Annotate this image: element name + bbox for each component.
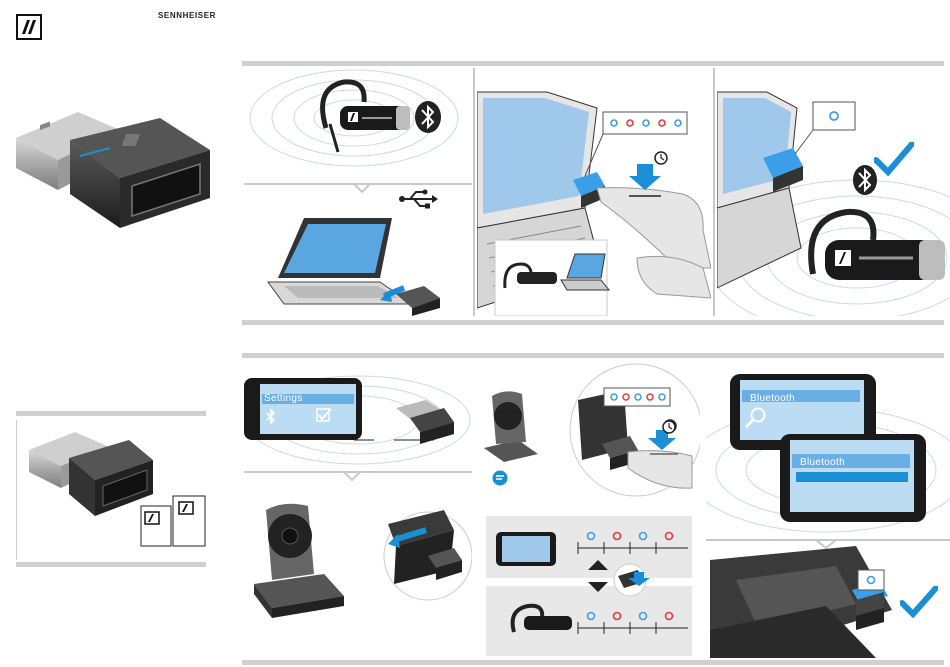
sennheiser-logo-icon	[16, 14, 42, 40]
contents-bottom-bar	[16, 562, 206, 567]
checkbox-checked-icon	[316, 408, 332, 424]
row1-top-bar	[242, 61, 944, 66]
magnifier-icon	[744, 406, 768, 428]
step4-phone-settings-panel	[244, 360, 472, 658]
usb-symbol-icon	[398, 188, 438, 210]
step5-base-pair-panel	[478, 360, 700, 658]
checkmark-icon	[874, 142, 914, 176]
bluetooth-label-bottom: Bluetooth	[800, 457, 845, 468]
brand-name: SENNHEISER	[158, 11, 216, 20]
checkmark-icon	[900, 586, 938, 618]
step3-paired-panel	[717, 68, 950, 316]
row2-top-bar	[242, 353, 944, 358]
row2-bottom-bar	[242, 660, 944, 665]
bluetooth-icon	[265, 408, 277, 426]
timer-icon	[662, 420, 676, 434]
bluetooth-label-top: Bluetooth	[750, 393, 795, 404]
dongle-large-illustration	[10, 90, 220, 240]
row1-bottom-bar	[242, 320, 944, 325]
bluetooth-icon	[414, 100, 442, 134]
package-contents-illustration	[16, 420, 207, 560]
chat-bubble-icon	[492, 470, 508, 486]
row1-divider-2	[713, 68, 715, 316]
contents-top-bar	[16, 411, 206, 416]
settings-label: Settings	[264, 393, 303, 404]
row1-divider-1	[473, 68, 475, 316]
step2-pair-button-panel	[477, 68, 711, 316]
